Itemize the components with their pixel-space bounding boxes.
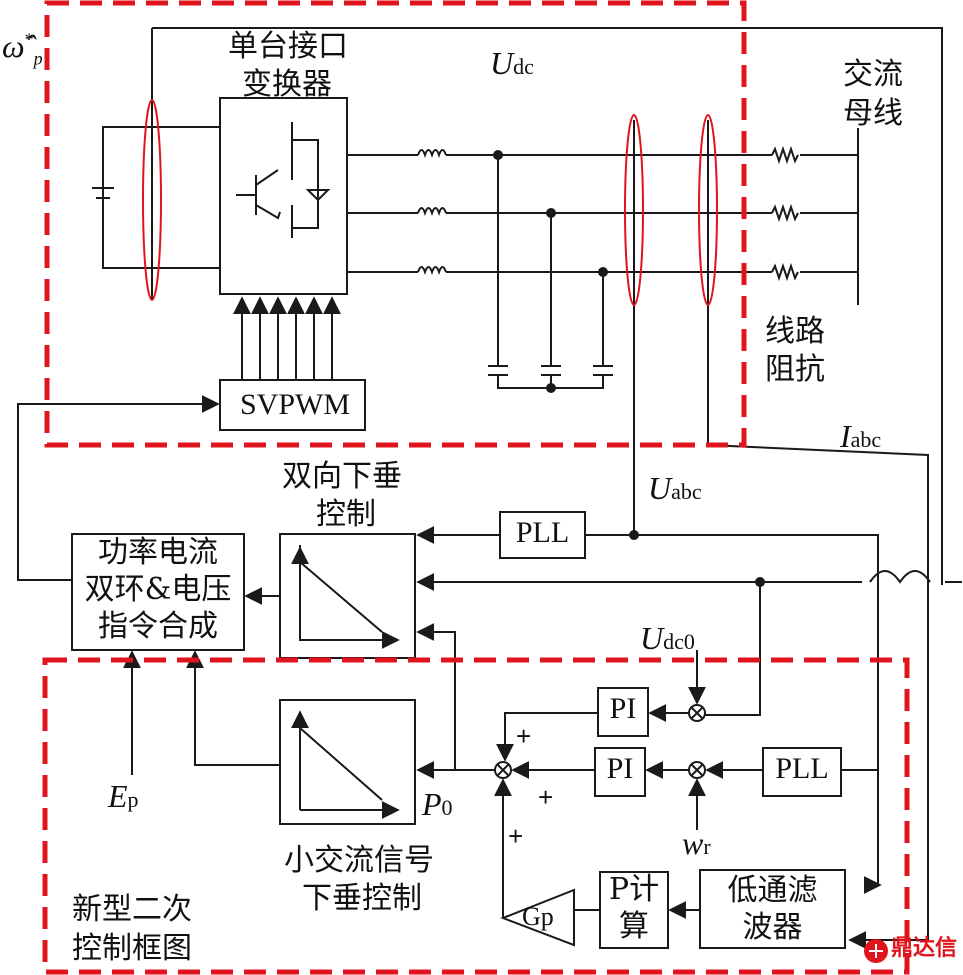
plus-sign-bottom: +: [508, 821, 524, 851]
pll-top-box: [499, 511, 586, 559]
inductor-a: [417, 149, 447, 159]
resistor-b: [771, 203, 799, 223]
resistor-c: [771, 262, 799, 282]
sense-ellipse-voltage: [624, 114, 644, 306]
omega-feedback-line: [152, 27, 943, 585]
lpf-label-2: 波器: [742, 910, 803, 945]
small-ac-droop-label-1: 小交流信号: [284, 843, 434, 878]
svpwm-feedback-line: [17, 395, 220, 581]
inductor-c: [417, 266, 447, 276]
resistor-a: [771, 145, 799, 165]
new-control-label-1: 新型二次: [72, 892, 192, 927]
converter-title-1: 单台接口: [228, 29, 348, 64]
power-current-label-1: 功率电流: [98, 535, 218, 570]
svpwm-box: [219, 379, 366, 431]
battery-symbol: [92, 187, 114, 199]
igbt-symbol: [236, 122, 319, 238]
p-calc-label-2: 算: [619, 909, 649, 944]
power-current-box: [71, 533, 245, 651]
bidir-droop-label-2: 控制: [316, 497, 376, 532]
gp-label: Gp: [522, 902, 554, 931]
sense-ellipse-current: [698, 114, 718, 306]
bidir-droop-label-1: 双向下垂: [282, 459, 402, 494]
pi-bottom-label: PI: [606, 752, 634, 785]
p0-label: P0: [422, 786, 453, 822]
plus-sign-top: +: [516, 721, 532, 751]
omega-label: ω̂*p: [2, 28, 43, 69]
converter-dashed-border: [44, 0, 747, 448]
udc0-label: Udc0: [640, 620, 695, 656]
pll-top-label: PLL: [515, 516, 570, 549]
watermark-text: 鼎达信: [891, 936, 958, 961]
lpf-box: [699, 869, 846, 949]
pi-top-label: PI: [609, 692, 637, 725]
sense-ellipse-dc: [142, 99, 162, 301]
ep-label: Ep: [108, 778, 139, 814]
pll-bottom-box: [762, 747, 842, 797]
iabc-label: Iabc: [840, 418, 882, 454]
gp-triangle: [500, 888, 575, 947]
plus-sign-right: +: [538, 782, 554, 812]
converter-title-2: 变换器: [242, 67, 332, 102]
wr-label: wr: [682, 825, 711, 861]
line-impedance-label-1: 线路: [765, 314, 825, 349]
control-dashed-border: [42, 657, 910, 975]
uabc-label: Uabc: [648, 470, 702, 506]
power-current-label-2: 双环&电压: [84, 572, 232, 607]
svpwm-label: SVPWM: [239, 388, 351, 421]
diode-symbol: [305, 189, 331, 214]
watermark-icon: [864, 939, 888, 963]
inductor-b: [417, 207, 447, 217]
pll-bottom-label: PLL: [775, 752, 829, 785]
ac-bus-label-1: 交流: [843, 57, 903, 92]
iabc-sense-line: [707, 120, 929, 949]
small-ac-droop-label-2: 下垂控制: [302, 881, 422, 916]
udc-label: Udc: [490, 45, 534, 81]
line-impedance-label-2: 阻抗: [765, 352, 825, 387]
pi-bottom-box: [594, 747, 646, 797]
capacitors: [488, 365, 613, 376]
lpf-label-1: 低通滤: [727, 873, 818, 908]
junction-dots: [493, 150, 765, 587]
p-calc-label-1: P计: [608, 872, 660, 907]
p-calc-box: [599, 871, 669, 949]
ac-bus-label-2: 母线: [843, 96, 903, 131]
new-control-label-2: 控制框图: [72, 931, 192, 966]
power-current-label-3: 指令合成: [98, 609, 218, 644]
udc-feedback-line: [418, 571, 962, 582]
